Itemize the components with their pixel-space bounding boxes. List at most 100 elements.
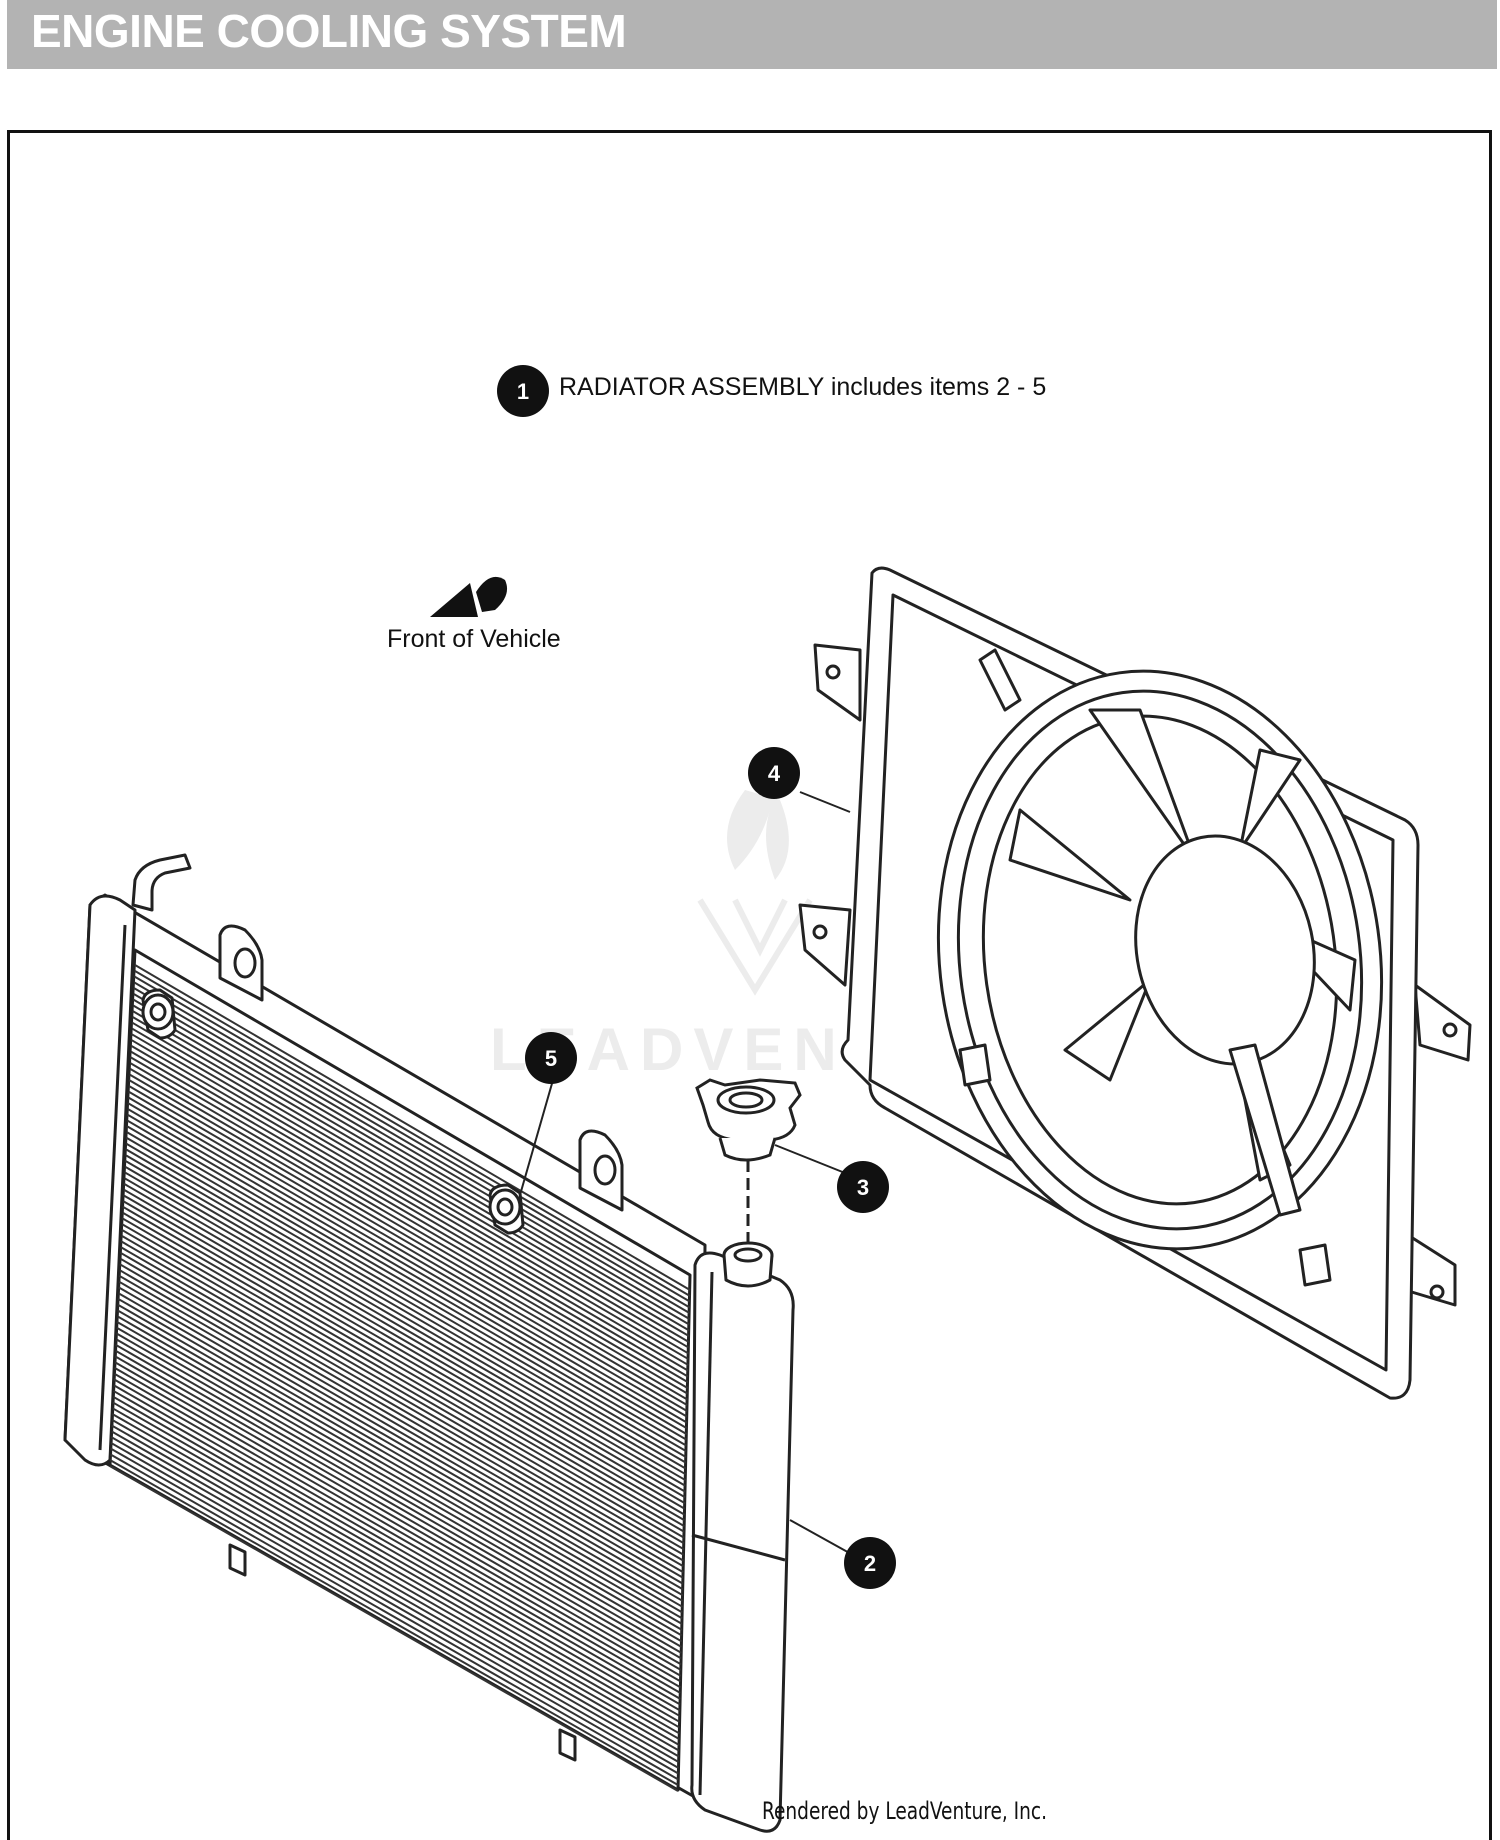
- watermark-logo: [697, 790, 813, 996]
- radiator-fin-line: [133, 987, 690, 1314]
- radiator-fin-line: [127, 1108, 688, 1436]
- leader-lines: [519, 791, 854, 1556]
- radiator-fin-line: [132, 1004, 690, 1332]
- radiator-fin-line: [121, 1234, 685, 1562]
- front-of-vehicle-label: Front of Vehicle: [387, 625, 561, 653]
- radiator-fin-line: [115, 1350, 682, 1677]
- radiator-fin-line: [126, 1125, 687, 1453]
- radiator-fin-line: [114, 1355, 682, 1683]
- radiator-fin-line: [119, 1263, 684, 1591]
- radiator-fin-line: [122, 1200, 685, 1528]
- radiator-fin-line: [130, 1044, 689, 1372]
- radiator-fin-line: [125, 1154, 687, 1482]
- radiator-fin-line: [117, 1309, 683, 1637]
- radiator-fin-line: [126, 1131, 687, 1459]
- radiator-fin-line: [110, 1447, 679, 1775]
- radiator-fin-line: [115, 1338, 682, 1666]
- header-bar: ENGINE COOLING SYSTEM: [7, 0, 1497, 69]
- radiator-fin-line: [119, 1269, 684, 1597]
- radiator-fin-line: [112, 1407, 680, 1735]
- render-credit: Rendered by LeadVenture, Inc.: [762, 1797, 1048, 1825]
- radiator-details: [131, 853, 795, 1833]
- radiator-fin-line: [126, 1119, 687, 1447]
- radiator-fin-line: [132, 998, 690, 1326]
- radiator-fin-line: [128, 1085, 688, 1412]
- radiator-fin-line: [111, 1419, 680, 1746]
- radiator-fin-line: [115, 1332, 682, 1660]
- radiator-fin-line: [121, 1223, 685, 1551]
- assembly-note: RADIATOR ASSEMBLY includes items 2 - 5: [559, 373, 1047, 401]
- radiator-fin-line: [119, 1257, 684, 1585]
- svg-text:2: 2: [864, 1551, 876, 1576]
- radiator-fin-line: [117, 1297, 683, 1625]
- radiator-fin-line: [110, 1436, 680, 1763]
- radiator-fin-line: [117, 1303, 683, 1631]
- radiator-fin-line: [126, 1113, 687, 1441]
- radiator-fin-line: [118, 1280, 683, 1608]
- radiator-fin-line: [116, 1320, 682, 1648]
- radiator-fin-line: [118, 1274, 683, 1602]
- radiator-fin-line: [133, 975, 691, 1303]
- radiator-fin-line: [114, 1361, 682, 1689]
- front-direction-arrow-icon: [430, 576, 508, 617]
- svg-text:3: 3: [857, 1175, 869, 1200]
- radiator-fin-line: [124, 1165, 686, 1493]
- radiator-fin-line: [131, 1033, 689, 1360]
- radiator-fin-line: [131, 1027, 690, 1355]
- radiator-cap-part-3: [695, 1078, 802, 1162]
- radiator-fin-line: [112, 1401, 680, 1729]
- radiator-fin-line: [121, 1217, 685, 1545]
- radiator-fin-line: [122, 1194, 685, 1522]
- radiator-fin-line: [128, 1079, 688, 1406]
- radiator-fin-line: [116, 1326, 682, 1654]
- radiator-fin-line: [134, 970, 691, 1297]
- radiator-fin-line: [109, 1465, 679, 1792]
- radiator-fin-line: [120, 1240, 684, 1568]
- page-title: ENGINE COOLING SYSTEM: [31, 5, 627, 57]
- callout-marker-3: 3: [837, 1161, 889, 1213]
- radiator-fin-line: [123, 1182, 686, 1510]
- svg-text:4: 4: [768, 761, 781, 786]
- radiator-fin-line: [129, 1056, 689, 1383]
- radiator-fin-line: [111, 1430, 680, 1758]
- radiator-fin-line: [117, 1315, 683, 1643]
- radiator-fin-line: [109, 1459, 679, 1786]
- callout-marker-2: 2: [844, 1537, 896, 1589]
- radiator-fin-line: [111, 1413, 680, 1740]
- callout-marker-5: 5: [525, 1032, 577, 1084]
- radiator-fin-line: [113, 1384, 681, 1712]
- svg-text:1: 1: [517, 379, 529, 404]
- radiator-fin-line: [124, 1159, 686, 1487]
- radiator-fin-line: [112, 1390, 681, 1717]
- radiator-fin-line: [118, 1292, 683, 1620]
- fan-shroud-part-4: [798, 566, 1472, 1400]
- radiator-fin-line: [128, 1090, 688, 1418]
- radiator-fin-line: [121, 1228, 685, 1556]
- radiator-fin-line: [129, 1062, 689, 1389]
- radiator-fin-line: [122, 1211, 685, 1539]
- radiator-fin-line: [125, 1136, 687, 1464]
- radiator-fin-line: [112, 1396, 681, 1723]
- radiator-fin-line: [133, 981, 691, 1309]
- radiator-fin-line: [125, 1142, 687, 1470]
- diagram-frame: [7, 130, 1492, 1840]
- svg-text:5: 5: [545, 1046, 557, 1071]
- callout-marker-4: 4: [748, 747, 800, 799]
- radiator-fin-line: [131, 1021, 690, 1349]
- radiator-fin-line: [118, 1286, 683, 1614]
- radiator-fin-line: [133, 993, 690, 1320]
- radiator-fin-line: [110, 1453, 679, 1781]
- radiator-fin-line: [129, 1067, 688, 1395]
- radiator-fin-line: [122, 1205, 685, 1533]
- radiator-fin-line: [124, 1177, 686, 1505]
- radiator-fin-line: [114, 1367, 681, 1694]
- radiator-fin-line: [129, 1073, 688, 1401]
- radiator-fin-line: [127, 1102, 688, 1430]
- radiator-fin-line: [128, 1096, 688, 1424]
- radiator-fin-line: [125, 1148, 687, 1476]
- radiator-core-fins: [109, 964, 691, 1792]
- radiator-fin-line: [134, 964, 691, 1291]
- radiator-fin-line: [110, 1442, 680, 1769]
- callout-marker-1: 1: [497, 365, 549, 417]
- radiator-fin-line: [124, 1171, 686, 1499]
